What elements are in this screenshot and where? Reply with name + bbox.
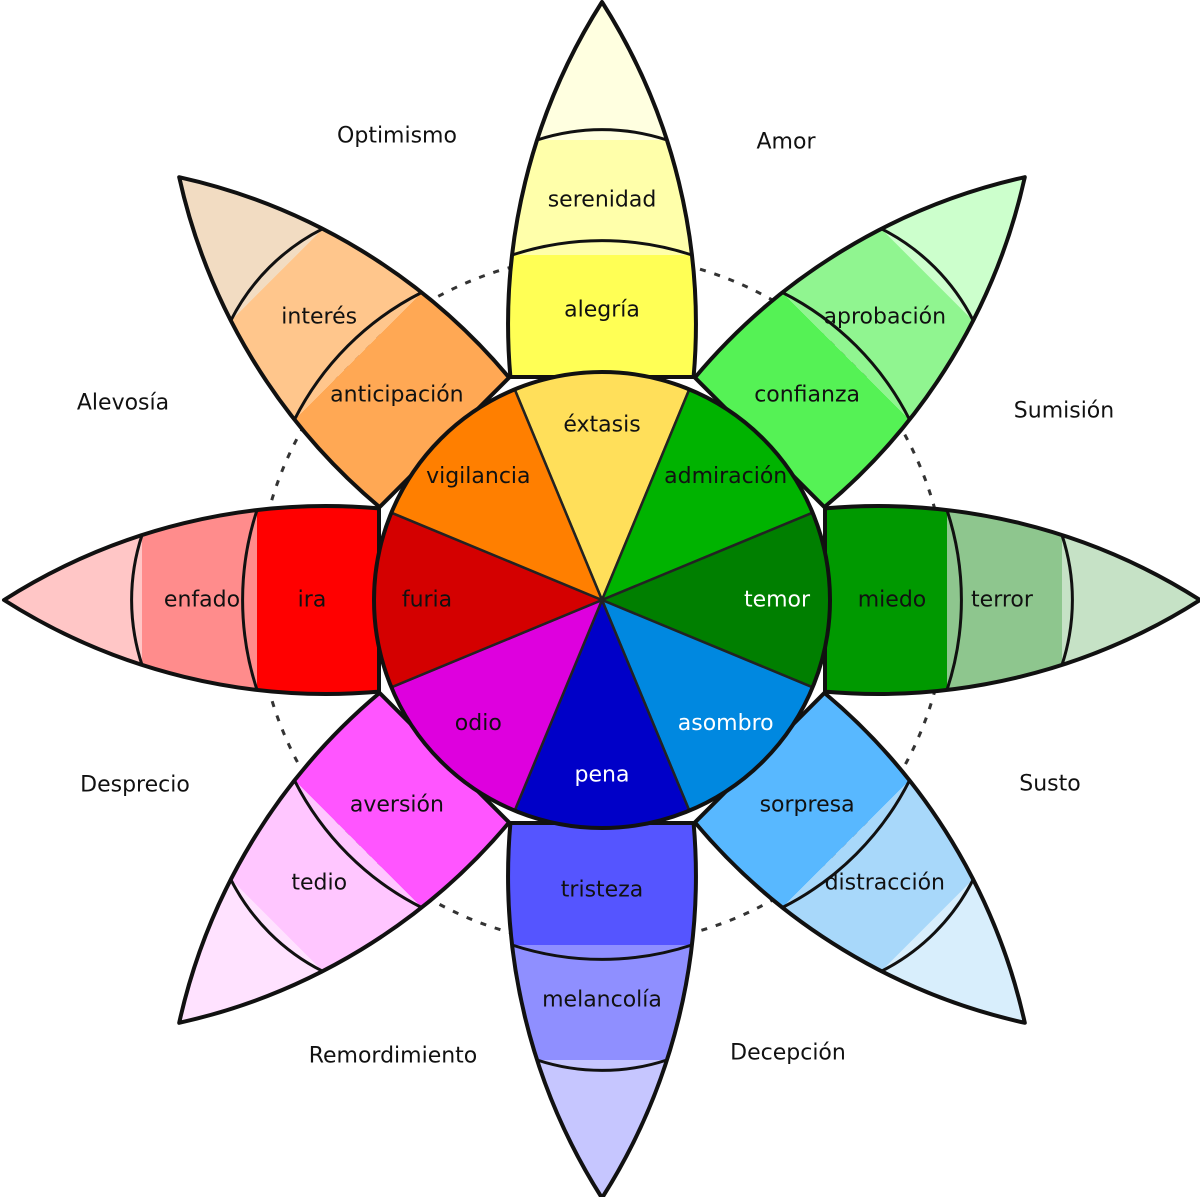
emotion-label-surprise-3: distracción bbox=[825, 870, 945, 895]
petal-anticipation bbox=[177, 175, 512, 510]
emotion-label-joy-3: serenidad bbox=[548, 188, 657, 213]
emotion-label-anticipation-2: anticipación bbox=[330, 382, 463, 407]
petal-trust-outline bbox=[692, 175, 1027, 510]
emotion-label-joy-1: éxtasis bbox=[563, 413, 640, 438]
emotion-label-fear-3: terror bbox=[971, 588, 1034, 613]
dyad-label-7: Alevosía bbox=[77, 391, 169, 416]
petal-sadness-divider-2 bbox=[536, 1058, 668, 1072]
petal-fear-divider-2 bbox=[1060, 534, 1074, 666]
petal-joy-outline bbox=[506, 0, 698, 379]
petal-sadness-band-2 bbox=[512, 945, 692, 1060]
petal-disgust-outline bbox=[177, 690, 512, 1025]
petal-trust-band-2 bbox=[782, 228, 974, 420]
petal-anticipation-divider-2 bbox=[229, 227, 324, 322]
emotion-label-disgust-2: aversión bbox=[350, 793, 444, 818]
petal-anger bbox=[2, 504, 381, 696]
emotion-label-sadness-2: tristeza bbox=[561, 878, 643, 903]
petal-anger-outline bbox=[2, 504, 381, 696]
petal-trust bbox=[692, 175, 1027, 510]
dyad-label-5: Remordimiento bbox=[309, 1044, 478, 1069]
dyad-label-8: Optimismo bbox=[337, 124, 457, 149]
petal-joy-divider-2 bbox=[536, 128, 668, 142]
emotion-label-anticipation-3: interés bbox=[281, 305, 357, 330]
petal-anger-band-1 bbox=[257, 506, 379, 694]
emotion-label-disgust-1: odio bbox=[455, 711, 502, 736]
petal-sadness-band-3 bbox=[537, 1060, 667, 1197]
dyad-label-1: Amor bbox=[757, 130, 817, 155]
petal-joy-band-3 bbox=[537, 2, 667, 140]
petal-fear-band-3 bbox=[1062, 535, 1200, 665]
emotion-label-surprise-1: asombro bbox=[678, 711, 774, 736]
emotion-label-fear-2: miedo bbox=[858, 588, 927, 613]
dyad-label-3: Susto bbox=[1019, 772, 1080, 797]
petal-sadness bbox=[506, 821, 698, 1197]
emotion-label-sadness-1: pena bbox=[575, 763, 630, 788]
center-layer bbox=[372, 370, 832, 830]
emotion-label-fear-1: temor bbox=[744, 588, 811, 613]
petal-anger-divider-1 bbox=[241, 509, 259, 691]
petal-disgust bbox=[177, 690, 512, 1025]
petal-anticipation-band-1 bbox=[294, 292, 510, 508]
petal-joy-band-1 bbox=[508, 255, 696, 377]
emotion-label-anticipation-1: vigilancia bbox=[426, 464, 530, 489]
emotion-label-joy-2: alegría bbox=[564, 298, 640, 323]
petal-anger-divider-2 bbox=[130, 534, 144, 666]
petal-anticipation-divider-1 bbox=[293, 291, 423, 421]
petal-surprise-outline bbox=[692, 690, 1027, 1025]
emotion-label-surprise-2: sorpresa bbox=[760, 793, 855, 818]
petal-anger-band-2 bbox=[142, 510, 257, 690]
petal-surprise-divider-1 bbox=[781, 779, 911, 909]
petal-surprise-band-2 bbox=[782, 780, 974, 972]
petal-sadness-outline bbox=[506, 821, 698, 1197]
petal-disgust-divider-2 bbox=[229, 878, 324, 973]
emotion-label-anger-2: ira bbox=[298, 588, 327, 613]
petal-disgust-divider-1 bbox=[293, 779, 423, 909]
petal-sadness-band-1 bbox=[508, 823, 696, 945]
emotion-label-trust-2: confianza bbox=[754, 382, 860, 407]
emotion-label-anger-3: enfado bbox=[164, 588, 240, 613]
inner-ring bbox=[372, 370, 832, 830]
petal-disgust-band-2 bbox=[230, 780, 422, 972]
dyad-label-6: Desprecio bbox=[80, 773, 190, 798]
petal-trust-divider-1 bbox=[781, 291, 911, 421]
petal-anticipation-band-2 bbox=[230, 228, 422, 420]
petal-joy bbox=[506, 0, 698, 379]
petal-anticipation-outline bbox=[177, 175, 512, 510]
petal-joy-band-2 bbox=[512, 140, 692, 255]
emotion-label-trust-1: admiración bbox=[664, 464, 787, 489]
labels-layer: éxtasis alegría serenidad admiración confian… bbox=[164, 188, 1034, 1013]
petal-sadness-divider-1 bbox=[511, 943, 693, 961]
petal-surprise-divider-2 bbox=[880, 878, 975, 973]
dyad-label-2: Sumisión bbox=[1014, 399, 1114, 424]
petal-fear-band-2 bbox=[947, 510, 1062, 690]
petal-fear bbox=[823, 504, 1200, 696]
petal-disgust-band-1 bbox=[294, 692, 510, 908]
petal-trust-band-1 bbox=[694, 292, 910, 508]
petal-joy-divider-1 bbox=[511, 239, 693, 257]
dyad-label-4: Decepción bbox=[730, 1041, 846, 1066]
petal-fear-divider-1 bbox=[945, 509, 963, 691]
petal-surprise bbox=[692, 690, 1027, 1025]
petal-surprise-band-1 bbox=[694, 692, 910, 908]
petal-anger-band-3 bbox=[4, 535, 142, 665]
petal-fear-band-1 bbox=[825, 506, 947, 694]
emotion-label-disgust-3: tedio bbox=[291, 870, 347, 895]
emotion-label-sadness-3: melancolía bbox=[542, 988, 662, 1013]
emotion-label-anger-1: furia bbox=[402, 588, 452, 613]
emotion-label-trust-3: aprobación bbox=[824, 305, 947, 330]
petal-trust-divider-2 bbox=[880, 227, 975, 322]
